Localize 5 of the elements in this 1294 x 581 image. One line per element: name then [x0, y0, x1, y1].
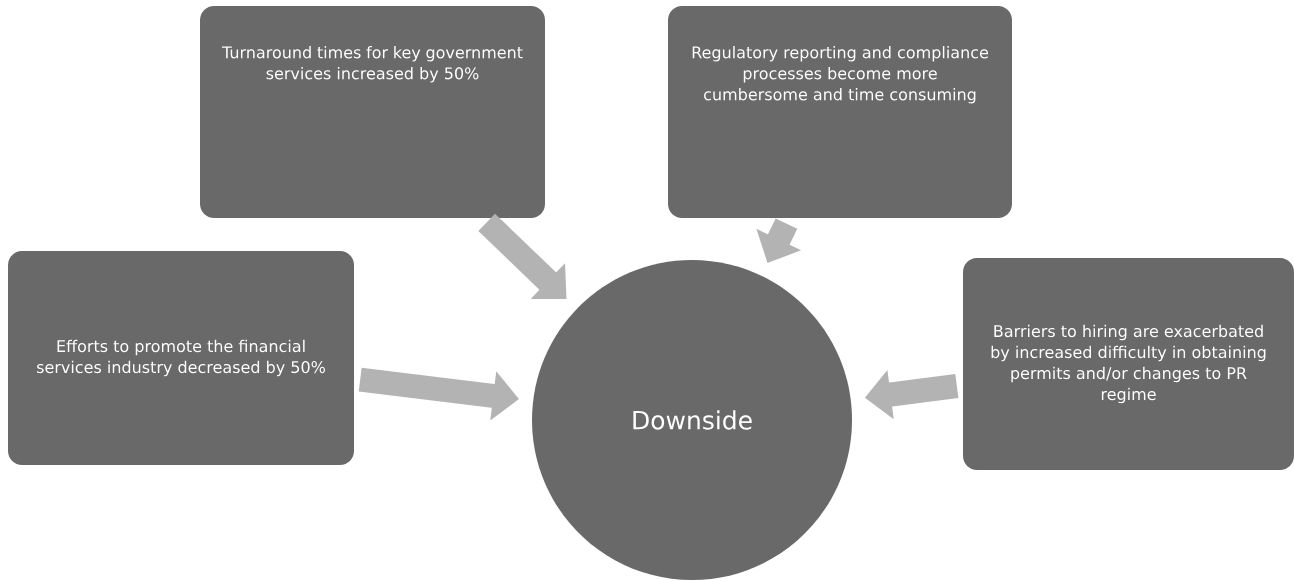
- text-box: Regulatory reporting and compliance processes become more cumbersome and time consuming: [668, 6, 1012, 218]
- text-box: Efforts to promote the financial services industry decreased by 50%: [8, 251, 354, 465]
- text-box: Turnaround times for key government services increased by 50%: [200, 6, 545, 218]
- text-box: Barriers to hiring are exacerbated by increased difficulty in obtaining permits and/or changes to PR regime: [963, 258, 1294, 470]
- block-arrow: [478, 213, 567, 300]
